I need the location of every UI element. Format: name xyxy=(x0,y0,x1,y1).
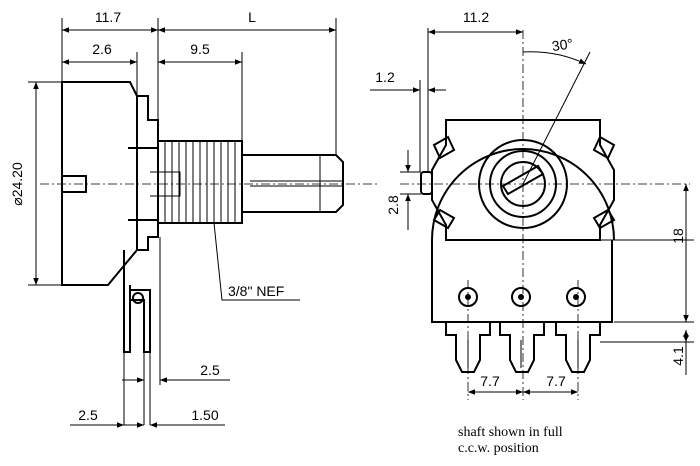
dim-pitch-right: 7.7 xyxy=(546,373,566,389)
terminal-holes xyxy=(458,287,586,307)
front-view: 11.2 30° 1.2 2.8 18 4.1 7.7 7.7 xyxy=(370,9,694,400)
shaft xyxy=(241,154,344,213)
dim-tab-height: 2.8 xyxy=(385,195,401,215)
dim-length: L xyxy=(248,9,256,25)
thread-label: 3/8" NEF xyxy=(228,283,284,299)
note-line-1: shaft shown in full xyxy=(458,425,563,440)
side-view: 11.7 L 2.6 9.5 ⌀24.20 3/8" NEF 2.5 2.5 1… xyxy=(9,9,380,428)
terminal-pins xyxy=(445,322,601,373)
dim-pin-length: 4.1 xyxy=(670,346,686,366)
dim-bushing: 9.5 xyxy=(190,41,210,57)
locating-tab xyxy=(420,171,433,195)
dim-diameter: ⌀24.20 xyxy=(9,162,25,206)
dim-angle: 30° xyxy=(551,35,574,54)
housing-body xyxy=(61,81,138,286)
dim-front-width: 11.2 xyxy=(463,9,489,25)
dim-tab: 1.2 xyxy=(375,69,395,85)
dim-total-width: 11.7 xyxy=(95,9,121,25)
terminal-housing xyxy=(431,240,613,323)
dim-pin-width: 2.5 xyxy=(78,407,98,423)
dim-pin-offset: 2.5 xyxy=(200,362,220,378)
housing-flange xyxy=(137,95,159,251)
note-line-2: c.c.w. position xyxy=(458,441,539,456)
dim-pitch-left: 7.7 xyxy=(480,373,500,389)
thread-lines xyxy=(164,141,236,223)
dim-body-depth: 2.6 xyxy=(92,41,112,57)
mounting-tab xyxy=(123,250,131,353)
dim-pin-thickness: 1.50 xyxy=(191,407,218,423)
shaft-slot xyxy=(501,164,545,196)
dim-height: 18 xyxy=(670,228,686,244)
